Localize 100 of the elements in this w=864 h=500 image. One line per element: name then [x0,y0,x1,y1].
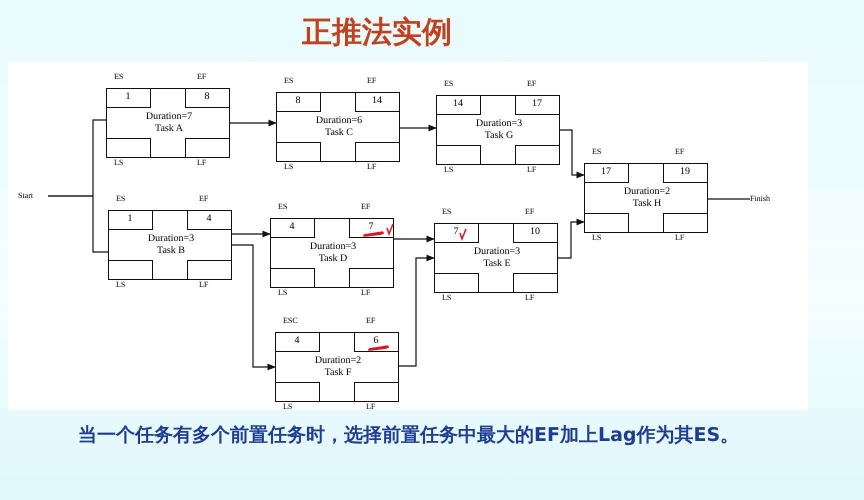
field-label: EF [527,79,536,88]
field-label: LS [592,233,602,242]
activity-label: Duration=3 Task B [146,233,196,257]
arrow [232,230,271,238]
empty-cell [184,138,230,158]
activity-label: Duration=2 Task H [622,186,672,210]
empty-cell [274,382,320,402]
activity-label: Duration=3 Task E [472,246,522,270]
value-cell [348,218,394,238]
value-cell [106,88,150,108]
field-label: ES [284,76,294,85]
field-label: EF [367,76,376,85]
field-label: ES [116,194,126,203]
empty-cell [108,260,152,280]
empty-cell [354,382,398,402]
field-label: LS [116,280,126,289]
activity-box [584,163,708,233]
cell-value: 14 [372,94,382,106]
field-label: LS [284,162,294,171]
empty-cell [106,138,150,158]
activity-label: Duration=3 Task D [308,241,358,265]
field-label: LF [197,158,206,167]
empty-cell [348,268,394,288]
arrow [558,218,585,259]
value-cell [354,332,398,352]
value-cell [186,210,232,230]
activity-box [436,95,560,165]
field-label: EF [675,147,684,156]
field-label: LS [114,158,124,167]
field-label: LS [442,293,452,302]
activity-label: Duration=7 Task A [144,111,194,135]
value-cell [584,162,628,182]
activity-box [106,88,230,158]
value-cell [108,210,152,230]
activity-box [108,210,232,280]
arrow [232,244,276,370]
empty-cell [662,212,708,232]
field-label: EF [199,194,208,203]
value-cell [276,92,320,112]
field-label: EF [366,316,376,325]
cell-value: 4 [290,220,294,232]
value-cell [184,88,230,108]
cell-value: 8 [296,94,300,106]
activity-box [276,92,400,162]
activity-box [270,218,394,288]
arrow [400,124,437,132]
arrow [394,236,435,242]
cell-value: 7 [368,220,374,232]
field-label: ES [114,72,124,81]
activity-box [275,332,399,402]
cell-value: 4 [294,334,300,346]
value-cell [354,92,400,112]
field-label: EF [361,202,370,211]
field-label: LF [527,165,536,174]
cell-value: 7 [454,226,458,236]
cell-value: 1 [126,90,130,102]
field-label: ES [278,202,288,211]
field-label: LF [367,162,376,171]
cell-value: 19 [680,166,690,176]
empty-cell [354,142,400,162]
field-label: LF [675,233,684,242]
empty-cell [434,272,478,292]
arrow [230,120,277,126]
field-label: LF [366,402,376,411]
empty-cell [436,144,480,164]
field-label: ES [592,147,602,156]
field-label: EF [525,207,534,216]
value-cell [512,222,558,242]
field-label: LF [525,293,534,302]
title: 正推法实例 [302,14,452,52]
cell-value: 17 [601,166,611,176]
cell-value: 14 [453,98,463,108]
value-cell [436,94,480,114]
value-cell [514,94,560,114]
activity-label: Duration=3 Task G [474,118,524,142]
field-label: ES [444,79,454,88]
value-cell [270,218,314,238]
cell-value: 6 [374,334,378,346]
value-cell [662,162,708,182]
activity-label: Duration=6 Task C [314,115,364,139]
field-label: ES [442,207,452,216]
empty-cell [186,260,232,280]
field-label: LS [444,165,454,174]
empty-cell [584,212,628,232]
empty-cell [514,144,560,164]
activity-box [434,223,558,293]
arrow [560,129,585,178]
caption: 当一个任务有多个前置任务时，选择前置任务中最大的EF加上Lag作为其ES。 [78,423,740,448]
terminal-label: Finish [750,192,786,206]
field-label: EF [197,72,206,81]
empty-cell [276,142,320,162]
cell-value: 4 [206,212,212,224]
empty-cell [270,268,314,288]
field-label: LS [283,402,292,411]
value-cell [434,222,478,242]
empty-cell [512,272,558,292]
field-label: LF [361,288,370,297]
field-label: LF [199,280,208,289]
cell-value: 10 [530,226,540,236]
field-label: LS [278,288,288,297]
